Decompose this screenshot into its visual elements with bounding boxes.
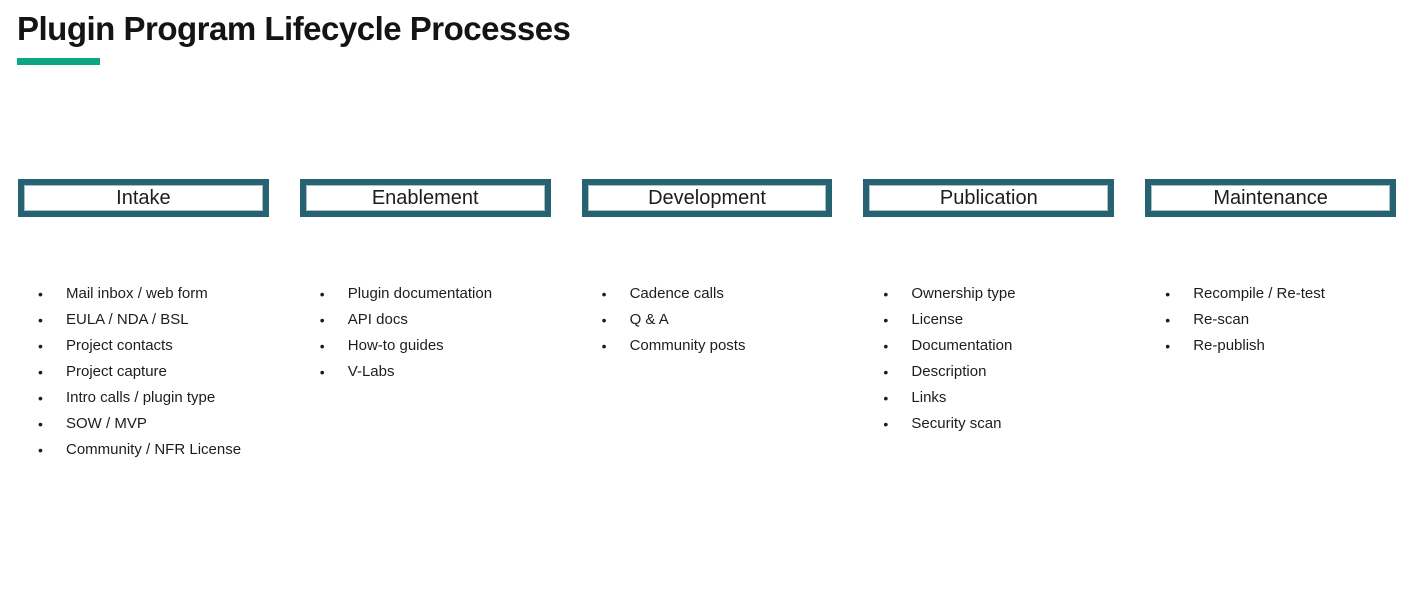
list-item: • Security scan: [883, 411, 1114, 437]
bullet-icon: •: [1165, 286, 1171, 302]
bullet-icon: •: [883, 312, 889, 328]
bullet-icon: •: [319, 364, 325, 380]
page-title: Plugin Program Lifecycle Processes: [17, 10, 571, 47]
list-item-label: Recompile / Re-test: [1193, 285, 1325, 302]
column-enablement: Enablement • Plugin documentation • API doc…: [299, 179, 551, 463]
column-intake: Intake • Mail inbox / web form • EULA / NDA…: [18, 179, 269, 463]
stage-list-enablement: • Plugin documentation • API docs • How-to gu…: [300, 281, 551, 385]
list-item: • Plugin documentation: [320, 281, 551, 307]
stage-header-intake: Intake: [18, 179, 269, 217]
bullet-icon: •: [883, 338, 889, 354]
list-item: • Re-publish: [1165, 333, 1396, 359]
list-item: • License: [883, 307, 1114, 333]
list-item: • Ownership type: [883, 281, 1114, 307]
column-publication: Publication • Ownership type • License • Docu…: [863, 179, 1115, 463]
list-item-label: Ownership type: [911, 285, 1016, 302]
bullet-icon: •: [38, 364, 43, 380]
bullet-icon: •: [38, 312, 43, 328]
list-item: • Cadence calls: [602, 281, 833, 307]
list-item-label: How-to guides: [347, 337, 444, 354]
bullet-icon: •: [38, 286, 43, 302]
stage-header-publication: Publication: [863, 179, 1115, 217]
list-item-label: API docs: [347, 311, 408, 328]
bullet-icon: •: [601, 286, 607, 302]
list-item: • API docs: [320, 307, 551, 333]
title-accent-bar: [17, 58, 100, 65]
stage-list-intake: •Mail inbox / web form•EULA / NDA / BSL•…: [18, 281, 269, 463]
bullet-icon: •: [319, 338, 325, 354]
list-item-label: V-Labs: [347, 363, 395, 380]
list-item-label: Project capture: [66, 363, 167, 380]
bullet-icon: •: [38, 416, 43, 432]
bullet-icon: •: [601, 312, 607, 328]
list-item: • How-to guides: [320, 333, 551, 359]
stage-header-development: Development: [581, 179, 833, 217]
stage-header-maintenance: Maintenance: [1145, 179, 1396, 217]
list-item-label: Project contacts: [66, 337, 173, 354]
list-item: • Community posts: [602, 333, 833, 359]
bullet-icon: •: [601, 338, 607, 354]
list-item: • Documentation: [883, 333, 1114, 359]
list-item: • Mail inbox / web form: [38, 281, 269, 307]
list-item-label: EULA / NDA / BSL: [66, 311, 189, 328]
bullet-icon: •: [883, 390, 889, 406]
list-item: • SOW / MVP: [38, 411, 269, 437]
bullet-icon: •: [319, 312, 325, 328]
list-item: • Intro calls / plugin type: [38, 385, 269, 411]
list-item-label: Cadence calls: [629, 285, 724, 302]
list-item: • Project capture: [38, 359, 269, 385]
column-development: Development • Cadence calls • Q & A • Communi…: [581, 179, 833, 463]
list-item-label: Community posts: [629, 337, 746, 354]
list-item-label: Mail inbox / web form: [66, 285, 208, 302]
bullet-icon: •: [883, 364, 889, 380]
list-item-label: SOW / MVP: [66, 415, 147, 432]
list-item-label: Community / NFR License: [66, 441, 242, 458]
column-maintenance: Maintenance • Recompile / Re-test • Re-scan…: [1145, 179, 1396, 463]
bullet-icon: •: [883, 416, 889, 432]
list-item: • Q & A: [602, 307, 833, 333]
list-item: • EULA / NDA / BSL: [38, 307, 269, 333]
list-item: • Re-scan: [1165, 307, 1396, 333]
stage-header-enablement: Enablement: [299, 179, 551, 217]
list-item-label: Re-publish: [1193, 337, 1265, 354]
lifecycle-columns: Intake • Mail inbox / web form • EULA / NDA…: [0, 179, 1427, 463]
bullet-icon: •: [883, 286, 889, 302]
bullet-icon: •: [319, 286, 325, 302]
list-item-label: Links: [911, 389, 947, 406]
list-item-label: Re-scan: [1193, 311, 1250, 328]
stage-list-maintenance: • Recompile / Re-test • Re-scan • Re-publish: [1145, 281, 1396, 359]
list-item: • Description: [883, 359, 1114, 385]
list-item-label: Q & A: [629, 311, 669, 328]
list-item-label: Description: [911, 363, 987, 380]
bullet-icon: •: [1165, 338, 1171, 354]
list-item-label: Documentation: [911, 337, 1013, 354]
list-item-label: Security scan: [911, 415, 1002, 432]
list-item-label: License: [911, 311, 964, 328]
bullet-icon: •: [1165, 312, 1171, 328]
list-item: • Project contacts: [38, 333, 269, 359]
list-item: • V-Labs: [320, 359, 551, 385]
list-item: • Community / NFR License: [38, 437, 269, 463]
stage-list-development: • Cadence calls • Q & A • Community posts: [582, 281, 833, 359]
list-item: • Links: [883, 385, 1114, 411]
bullet-icon: •: [38, 442, 43, 458]
list-item-label: Intro calls / plugin type: [66, 389, 216, 406]
bullet-icon: •: [38, 390, 43, 406]
list-item-label: Plugin documentation: [347, 285, 493, 302]
list-item: • Recompile / Re-test: [1165, 281, 1396, 307]
bullet-icon: •: [38, 338, 43, 354]
stage-list-publication: • Ownership type • License • Documentation • De…: [863, 281, 1114, 437]
